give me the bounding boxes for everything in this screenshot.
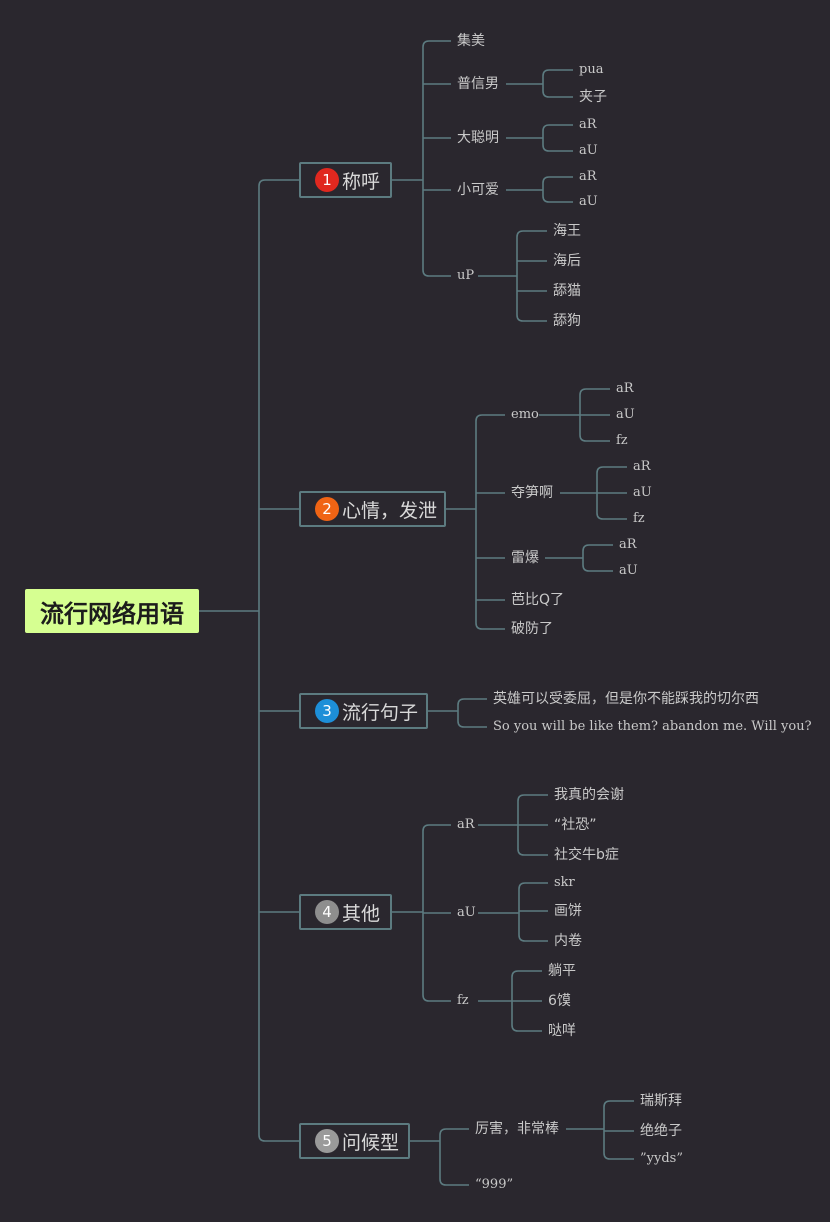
branch-2-item-1-sub-3[interactable]: fz: [616, 433, 628, 448]
number-badge-icon: 3: [315, 699, 339, 723]
branch-5-item-1-sub-3[interactable]: ”yyds”: [640, 1151, 683, 1166]
branch-3-item-1[interactable]: 英雄可以受委屈，但是你不能踩我的切尔西: [493, 691, 759, 707]
branch-1-item-2-link-1: [542, 90, 573, 98]
branch-2-item-1-link-0: [579, 388, 610, 396]
branch-4-link-0: [422, 824, 451, 832]
number-badge-icon: 5: [315, 1129, 339, 1153]
number-badge-icon: 2: [315, 497, 339, 521]
branch-4-item-3-sub-3[interactable]: 哒咩: [548, 1023, 576, 1039]
branch-1-link-0: [422, 40, 451, 48]
branch-1-item-4[interactable]: 小可爱: [457, 182, 499, 198]
branch-4-item-1-link-0: [517, 794, 548, 802]
branch-4-link-2: [422, 994, 451, 1002]
branch-1-item-5[interactable]: uP: [457, 268, 475, 283]
branch-5-item-1-link-0: [603, 1100, 634, 1108]
branch-2-item-3-link-1: [582, 564, 613, 572]
branch-1-item-3[interactable]: 大聪明: [457, 130, 499, 146]
branch-4-item-1-sub-1[interactable]: 我真的会谢: [554, 787, 624, 803]
branch-2-item-3-sub-1[interactable]: aR: [619, 537, 637, 552]
branch-5-item-1-sub-2[interactable]: 绝绝子: [640, 1123, 682, 1139]
branch-1-link-4: [422, 269, 451, 277]
branch-3-link-1: [457, 720, 487, 728]
branch-5-item-1-link-2: [603, 1152, 634, 1160]
branch-2-item-3-link-0: [582, 544, 613, 552]
branch-1-item-2-link-0: [542, 69, 573, 77]
topic-label: 心情，发泄: [342, 499, 438, 522]
branch-2-item-3[interactable]: 雷爆: [511, 550, 539, 566]
branch-1-item-5-sub-3[interactable]: 舔猫: [553, 283, 581, 299]
branch-3-item-2[interactable]: So you will be like them? abandon me. Wi…: [493, 719, 812, 734]
branch-1-item-5-sub-4[interactable]: 舔狗: [553, 313, 581, 329]
branch-1-item-2-sub-1[interactable]: pua: [579, 62, 604, 77]
branch-4-item-3-sub-2[interactable]: 6馍: [548, 993, 571, 1009]
topic-label: 称呼: [342, 170, 381, 193]
branch-1-item-2[interactable]: 普信男: [457, 76, 499, 92]
branch-4-item-2-sub-2[interactable]: 画饼: [554, 903, 582, 919]
branch-2-item-1-sub-2[interactable]: aU: [616, 407, 635, 422]
topic-label: 其他: [342, 902, 381, 925]
branch-5-item-1[interactable]: 厉害，非常棒: [475, 1121, 559, 1137]
branch-4-item-3-link-2: [511, 1024, 542, 1032]
branch-2-link-4: [475, 622, 505, 630]
root-spine-link-4: [258, 1134, 299, 1142]
branch-1-item-3-link-0: [542, 124, 573, 132]
branch-1-item-5-link-0: [516, 230, 547, 238]
branch-4-item-1-link-2: [517, 848, 548, 856]
branch-5-link-1: [439, 1178, 469, 1186]
branch-1-item-3-sub-1[interactable]: aR: [579, 117, 597, 132]
branch-2-item-1-link-2: [579, 434, 610, 442]
branch-1-item-3-link-1: [542, 144, 573, 152]
branch-1-item-5-link-3: [516, 314, 547, 322]
branch-1-item-4-sub-2[interactable]: aU: [579, 194, 598, 209]
branch-2-item-2-link-2: [596, 512, 627, 520]
branch-2-item-4[interactable]: 芭比Q了: [511, 592, 565, 608]
number-badge-icon: 4: [315, 900, 339, 924]
branch-4-item-1[interactable]: aR: [457, 817, 475, 832]
branch-2-item-2-link-0: [596, 466, 627, 474]
branch-1-item-1[interactable]: 集美: [457, 33, 485, 49]
branch-2-item-2-sub-3[interactable]: fz: [633, 511, 645, 526]
topic-label: 问候型: [342, 1131, 400, 1154]
branch-4-item-2-sub-3[interactable]: 内卷: [554, 933, 582, 949]
branch-5-item-1-sub-1[interactable]: 瑞斯拜: [640, 1093, 682, 1109]
branch-2-item-2-sub-1[interactable]: aR: [633, 459, 651, 474]
branch-1-item-4-sub-1[interactable]: aR: [579, 169, 597, 184]
branch-2-item-2-sub-2[interactable]: aU: [633, 485, 652, 500]
branch-4-item-3-link-0: [511, 970, 542, 978]
root-spine-link-0: [258, 179, 299, 187]
branch-4-item-3[interactable]: fz: [457, 993, 469, 1008]
branch-1-item-5-sub-2[interactable]: 海后: [553, 253, 581, 269]
branch-1-item-4-link-1: [542, 195, 573, 203]
branch-1-item-2-sub-2[interactable]: 夹子: [579, 89, 607, 105]
branch-1-item-4-link-0: [542, 176, 573, 184]
branch-2-link-0: [475, 414, 505, 422]
branch-1-item-5-sub-1[interactable]: 海王: [553, 223, 581, 239]
branch-2-item-2[interactable]: 夺笋啊: [511, 485, 553, 501]
branch-2-item-3-sub-2[interactable]: aU: [619, 563, 638, 578]
branch-4-item-2[interactable]: aU: [457, 905, 476, 920]
branch-5-item-2[interactable]: “999”: [475, 1177, 514, 1192]
topic-label: 流行句子: [342, 701, 419, 724]
branch-4-item-2-sub-1[interactable]: skr: [554, 875, 575, 890]
branch-4-item-2-link-0: [518, 882, 548, 890]
branch-4-item-1-sub-3[interactable]: 社交牛b症: [554, 847, 619, 863]
branch-5-link-0: [439, 1128, 469, 1136]
branch-2-item-1[interactable]: emo: [511, 407, 539, 422]
branch-4-item-1-sub-2[interactable]: “社恐”: [554, 817, 597, 833]
branch-3-link-0: [457, 698, 487, 706]
root-node[interactable]: 流行网络用语: [25, 589, 199, 633]
branch-1-item-3-sub-2[interactable]: aU: [579, 143, 598, 158]
branch-2-item-5[interactable]: 破防了: [511, 621, 553, 637]
number-badge-icon: 1: [315, 168, 339, 192]
branch-4-item-2-link-2: [518, 934, 548, 942]
branch-4-item-3-sub-1[interactable]: 躺平: [548, 963, 576, 979]
branch-2-item-1-sub-1[interactable]: aR: [616, 381, 634, 396]
